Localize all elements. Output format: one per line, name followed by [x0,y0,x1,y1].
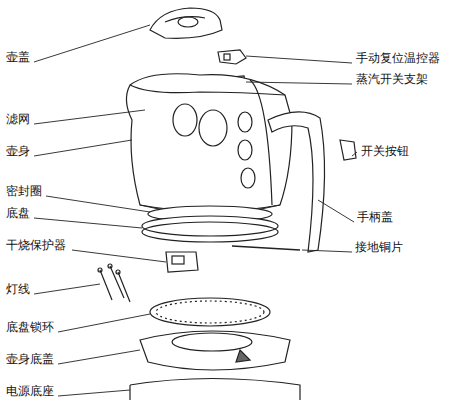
part-label: 滤网 [5,112,31,126]
part-label: 接地铜片 [354,240,404,254]
part-label: 密封圈 [5,184,43,198]
part-label: 底盘 [5,206,31,220]
part-label: 底盘锁环 [5,320,55,334]
part-label: 壶身 [5,144,31,158]
part-label: 开关按钮 [360,144,410,158]
part-label: 壶身底盖 [5,352,55,366]
part-label: 灯线 [5,282,31,296]
part-label: 手柄盖 [356,210,394,224]
part-label: 蒸汽开关支架 [355,72,429,86]
part-label: 壶盖 [5,50,31,64]
part-label: 干烧保护器 [5,238,67,252]
part-label: 电源底座 [5,384,55,398]
part-label: 手动复位温控器 [355,51,441,65]
